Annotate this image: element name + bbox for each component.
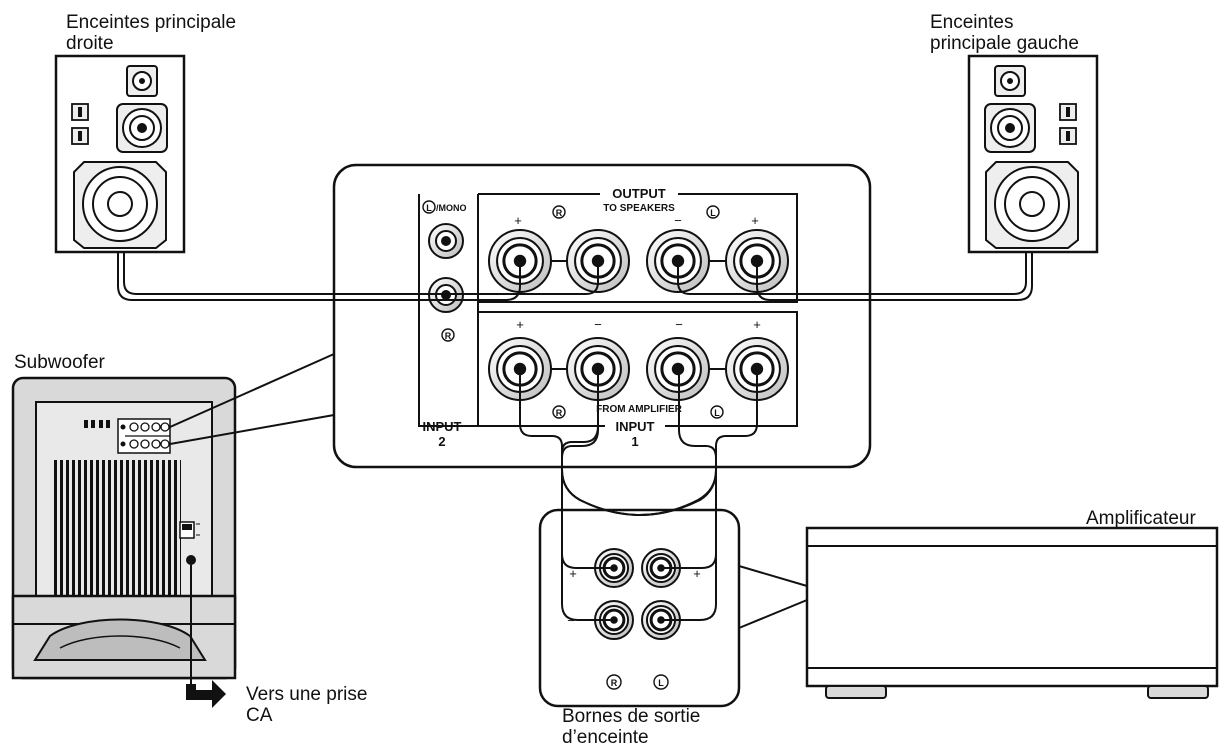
from-amplifier-label: FROM AMPLIFIER (596, 404, 683, 415)
input2-label: INPUT (423, 419, 462, 434)
input-minus-l: − (675, 317, 683, 332)
rca-jack-l-mono (428, 223, 464, 259)
subwoofer-terminal-panel-enlarged: OUTPUT TO SPEAKERS L /MONO + R − L + R +… (332, 163, 872, 469)
input2-r-symbol: R (445, 331, 452, 341)
output-plus-l: + (751, 213, 759, 228)
input1-l-symbol: L (714, 408, 720, 418)
input2-number: 2 (438, 434, 445, 449)
ac-outlet-arrow-icon (186, 680, 226, 708)
amp-minus-r: − (567, 613, 575, 628)
right-main-speaker (54, 54, 186, 254)
amp-r-symbol: R (611, 678, 618, 688)
amp-binding-post (641, 600, 681, 640)
output-r-symbol: R (556, 208, 563, 218)
subwoofer-label: Subwoofer (14, 352, 105, 373)
amplifier-speaker-terminals: + + − − R L (538, 508, 741, 708)
vent-grille (51, 460, 181, 600)
mono-l-symbol: L (426, 203, 432, 213)
amplifier-unit (805, 526, 1219, 699)
input-plus-r: + (516, 317, 524, 332)
left-main-speaker (967, 54, 1099, 254)
input-plus-l: + (753, 317, 761, 332)
amp-l-symbol: L (658, 678, 664, 688)
subwoofer-unit (11, 376, 237, 684)
output-l-symbol: L (710, 208, 716, 218)
amp-plus-l: + (693, 566, 701, 581)
input-minus-r: − (594, 317, 602, 332)
to-speakers-label: TO SPEAKERS (603, 203, 675, 214)
amplifier-label: Amplificateur (1086, 508, 1196, 529)
input1-label: INPUT (616, 419, 655, 434)
speaker-wires (117, 252, 1033, 621)
output-plus-r: + (514, 213, 522, 228)
output-label: OUTPUT (612, 186, 666, 201)
input-binding-post (646, 337, 710, 401)
input1-number: 1 (631, 434, 638, 449)
input1-r-symbol: R (556, 408, 563, 418)
amp-plus-r: + (569, 566, 577, 581)
output-minus-l: − (674, 213, 682, 228)
mono-label: /MONO (436, 203, 467, 213)
